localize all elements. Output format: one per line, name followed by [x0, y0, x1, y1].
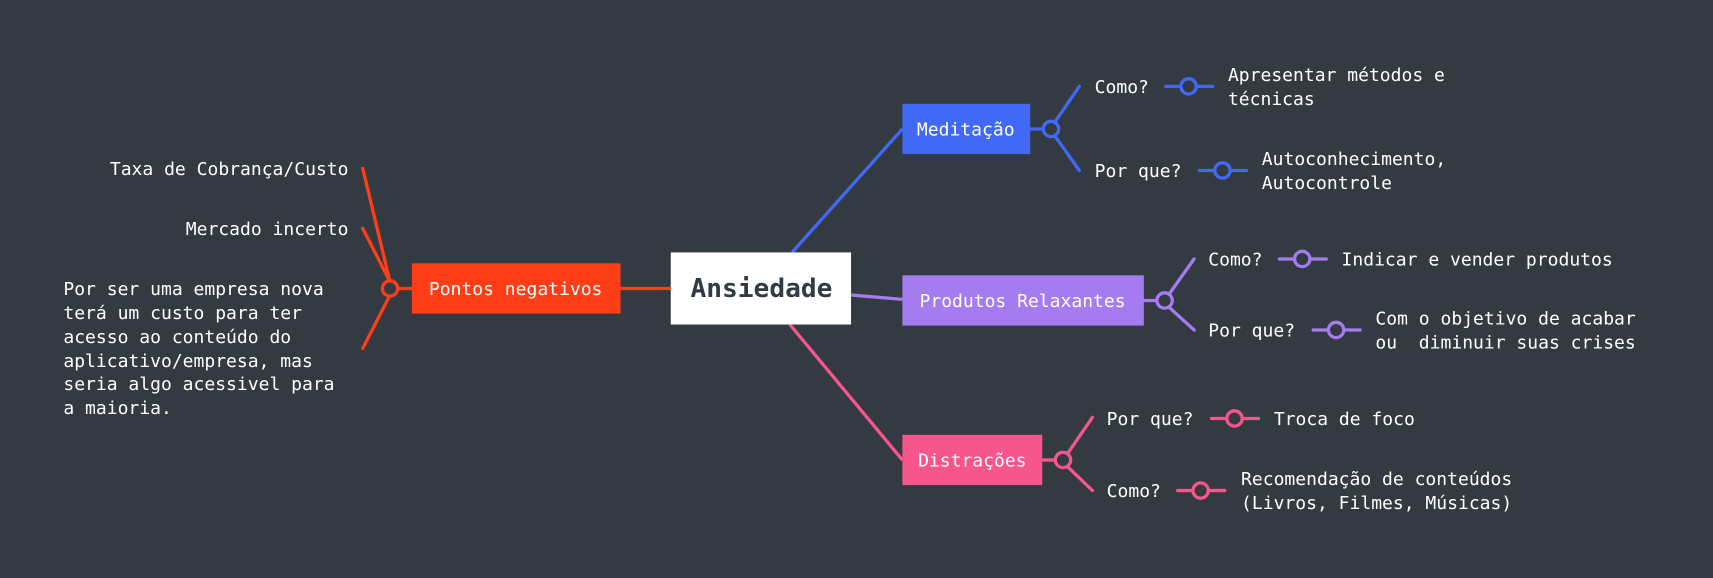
answer-line: Autocontrole [1262, 173, 1392, 194]
answer-line: Apresentar métodos e [1228, 65, 1445, 86]
answer-line: Com o objetivo de acabar [1375, 309, 1635, 330]
central-topic[interactable]: Ansiedade [670, 252, 852, 325]
topic-meditacao-box[interactable] [902, 103, 1031, 155]
topic-pontos-negativos[interactable]: Pontos negativos [411, 263, 621, 314]
negativos-fan [361, 166, 414, 351]
subtopic-empresa-nova-line: Por ser uma empresa nova [63, 279, 323, 300]
subtopic-mercado-incerto[interactable]: Mercado incerto [186, 219, 349, 240]
produtos-por-que[interactable]: Por que? [1208, 321, 1295, 342]
meditacao-como[interactable]: Como? [1095, 77, 1149, 98]
subtopic-empresa-nova-line: acesso ao conteúdo do [63, 327, 291, 348]
topic-produtos-relaxantes-label: Produtos Relaxantes [920, 291, 1126, 312]
connector-meditacao [790, 127, 904, 254]
distracoes-fan [1040, 409, 1261, 500]
subtopic-empresa-nova-line: seria algo acessivel para [63, 374, 334, 395]
topic-distracoes-label: Distrações [918, 451, 1026, 472]
subtopic-empresa-nova-line: a maioria. [63, 398, 171, 419]
distracoes-como[interactable]: Como? [1107, 481, 1161, 502]
topic-distracoes[interactable]: Distrações [902, 434, 1043, 486]
answer-line: Recomendação de conteúdos [1241, 469, 1512, 490]
subtopic-taxa-cobranca[interactable]: Taxa de Cobrança/Custo [110, 159, 349, 180]
distracoes-por-que[interactable]: Por que? [1107, 409, 1194, 430]
topic-produtos-relaxantes-box[interactable] [902, 275, 1144, 326]
answer-line: Autoconhecimento, [1262, 149, 1446, 170]
answer-line: ou diminuir suas crises [1375, 333, 1635, 354]
produtos-por-que-answer[interactable]: Com o objetivo de acabar ou diminuir sua… [1375, 309, 1635, 354]
meditacao-fan [1028, 77, 1249, 180]
connector-produtos [850, 293, 903, 302]
answer-line: técnicas [1228, 89, 1315, 110]
topic-produtos-relaxantes[interactable]: Produtos Relaxantes [902, 275, 1144, 326]
topic-pontos-negativos-box[interactable] [411, 263, 621, 314]
meditacao-por-que-answer[interactable]: Autoconhecimento, Autocontrole [1262, 149, 1446, 194]
subtopic-empresa-nova[interactable]: Por ser uma empresa nova terá um custo p… [63, 279, 334, 419]
answer-line: (Livros, Filmes, Músicas) [1241, 493, 1512, 514]
meditacao-por-que[interactable]: Por que? [1095, 161, 1182, 182]
distracoes-como-answer[interactable]: Recomendação de conteúdos (Livros, Filme… [1241, 469, 1512, 514]
topic-pontos-negativos-label: Pontos negativos [429, 279, 603, 300]
produtos-como[interactable]: Como? [1208, 250, 1262, 271]
connector-distracoes [788, 323, 904, 462]
subtopic-empresa-nova-line: aplicativo/empresa, mas [63, 351, 312, 372]
subtopic-empresa-nova-line: terá um custo para ter [63, 303, 302, 324]
central-topic-box[interactable] [670, 252, 852, 325]
topic-meditacao-label: Meditação [917, 120, 1015, 141]
topic-distracoes-box[interactable] [902, 434, 1043, 486]
central-topic-label: Ansiedade [690, 274, 832, 304]
produtos-fan [1142, 249, 1362, 340]
produtos-como-answer[interactable]: Indicar e vender produtos [1342, 250, 1613, 271]
distracoes-por-que-answer[interactable]: Troca de foco [1274, 409, 1415, 430]
meditacao-como-answer[interactable]: Apresentar métodos e técnicas [1228, 65, 1445, 110]
topic-meditacao[interactable]: Meditação [902, 103, 1031, 155]
